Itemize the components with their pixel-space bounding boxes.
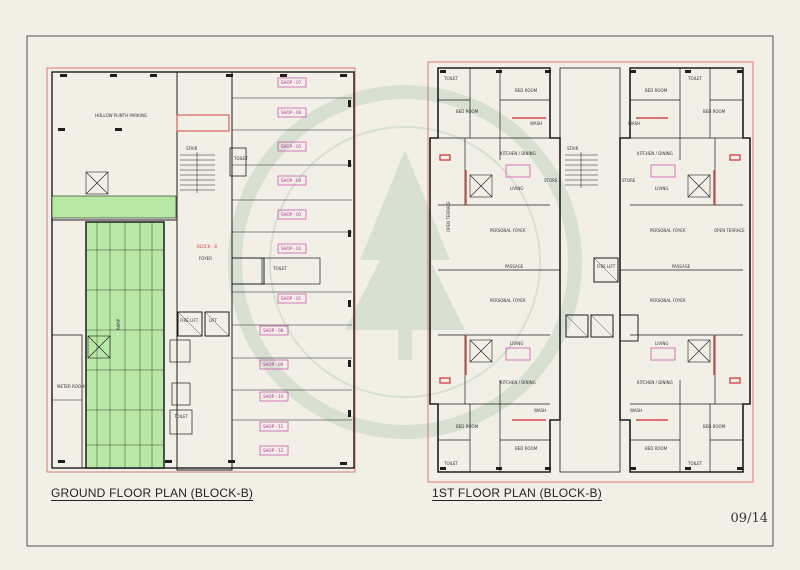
label-lift-1: FIRE LIFT bbox=[597, 264, 616, 269]
label-wash-2: WASH bbox=[628, 121, 640, 126]
label-wash-4: WASH bbox=[630, 408, 642, 413]
label-bed-room-5: BED ROOM bbox=[456, 424, 479, 429]
shop-label: SHOP - 11 bbox=[263, 424, 284, 429]
label-bed-room-3: BED ROOM bbox=[456, 109, 479, 114]
label-kitchen-2: KITCHEN / DINING bbox=[637, 151, 673, 156]
label-kitchen-4: KITCHEN / DINING bbox=[637, 380, 673, 385]
label-toilet-2: TOILET bbox=[687, 76, 703, 81]
label-living-4: LIVING bbox=[655, 341, 668, 346]
label-toilet-4: TOILET bbox=[687, 461, 703, 466]
label-bed-room-8: BED ROOM bbox=[645, 446, 668, 451]
ground-floor-plan bbox=[46, 67, 356, 473]
shop-tag bbox=[259, 445, 289, 456]
label-passage-2: PASSAGE bbox=[672, 264, 691, 269]
label-store-2: STORE bbox=[622, 178, 636, 183]
shop-tag bbox=[277, 293, 307, 304]
watermark-seal bbox=[228, 85, 582, 439]
label-toilet-1: TOILET bbox=[443, 76, 459, 81]
shop-label: SHOP - 09 bbox=[263, 362, 284, 367]
shop-label: SHOP - 03 bbox=[281, 212, 302, 217]
label-bed-room-4: BED ROOM bbox=[703, 109, 726, 114]
shop-label: SHOP - 05 bbox=[281, 144, 302, 149]
shop-tag bbox=[259, 325, 289, 336]
label-bed-room-6: BED ROOM bbox=[703, 424, 726, 429]
label-lift-a: FIRE LIFT bbox=[180, 318, 199, 323]
ground-floor-labels: HOLLOW PLINTH PARKING RAMP METER ROOM BL… bbox=[57, 113, 288, 419]
shop-label: SHOP - 02 bbox=[281, 246, 302, 251]
label-parking: HOLLOW PLINTH PARKING bbox=[95, 113, 147, 118]
label-foyer: FOYER bbox=[199, 256, 212, 261]
shop-tag bbox=[259, 391, 289, 402]
label-meter-room: METER ROOM bbox=[57, 384, 85, 389]
label-toilet-3: TOILET bbox=[443, 461, 459, 466]
shop-label: SHOP - 10 bbox=[263, 394, 284, 399]
label-foyer-1: PERSONAL FOYER bbox=[490, 228, 526, 233]
label-stair: STAIR bbox=[186, 146, 198, 151]
shop-tag bbox=[277, 243, 307, 254]
label-bed-room-1: BED ROOM bbox=[515, 88, 538, 93]
label-lift-b: LIFT bbox=[209, 318, 218, 323]
label-living-2: LIVING bbox=[655, 186, 668, 191]
shop-tag bbox=[277, 107, 307, 118]
shop-tag bbox=[277, 77, 307, 88]
first-floor-title: 1ST FLOOR PLAN (BLOCK-B) bbox=[432, 486, 602, 500]
shop-label: SHOP - 01 bbox=[281, 296, 302, 301]
shop-tag bbox=[259, 421, 289, 432]
label-terrace-1: OPEN TERRACE bbox=[446, 201, 451, 232]
label-ramp: RAMP bbox=[116, 318, 121, 330]
label-kitchen-1: KITCHEN / DINING bbox=[500, 151, 536, 156]
shop-tag bbox=[277, 209, 307, 220]
label-toilet-b: TOILET bbox=[272, 266, 288, 271]
sheet-border bbox=[26, 35, 774, 547]
label-toilet-a: TOILET bbox=[233, 156, 249, 161]
label-bed-room-7: BED ROOM bbox=[515, 446, 538, 451]
page-number: 09/14 bbox=[730, 511, 768, 526]
shop-label: SHOP - 04 bbox=[281, 178, 302, 183]
label-wash-3: WASH bbox=[534, 408, 546, 413]
label-block: BLOCK - B bbox=[197, 244, 217, 249]
ground-floor-title: GROUND FLOOR PLAN (BLOCK-B) bbox=[51, 486, 254, 500]
label-foyer-3: PERSONAL FOYER bbox=[490, 298, 526, 303]
label-store-1: STORE bbox=[544, 178, 558, 183]
label-toilet-c: TOILET bbox=[173, 414, 189, 419]
label-foyer-2: PERSONAL FOYER bbox=[650, 228, 686, 233]
label-foyer-4: PERSONAL FOYER bbox=[650, 298, 686, 303]
shop-label: SHOP - 08 bbox=[263, 328, 284, 333]
ramp-band bbox=[51, 195, 177, 219]
shop-label: SHOP - 07 bbox=[281, 80, 302, 85]
label-kitchen-3: KITCHEN / DINING bbox=[500, 380, 536, 385]
label-stair-1: STAIR bbox=[567, 146, 579, 151]
shop-tag bbox=[277, 175, 307, 186]
label-bed-room-2: BED ROOM bbox=[645, 88, 668, 93]
label-wash-1: WASH bbox=[530, 121, 542, 126]
shop-label: SHOP - 06 bbox=[281, 110, 302, 115]
label-living-3: LIVING bbox=[510, 341, 523, 346]
shop-tag bbox=[259, 359, 289, 370]
first-floor-labels: BED ROOM BED ROOM BED ROOM BED ROOM TOIL… bbox=[443, 76, 745, 466]
shop-tag bbox=[277, 141, 307, 152]
label-passage-1: PASSAGE bbox=[505, 264, 524, 269]
shop-label: SHOP - 12 bbox=[263, 448, 284, 453]
first-floor-plan bbox=[427, 61, 754, 483]
label-terrace-2: OPEN TERRACE bbox=[714, 228, 745, 233]
shop-labels: SHOP - 07 SHOP - 06 SHOP - 05 SHOP - 04 SHOP… bbox=[259, 77, 307, 456]
label-living-1: LIVING bbox=[510, 186, 523, 191]
